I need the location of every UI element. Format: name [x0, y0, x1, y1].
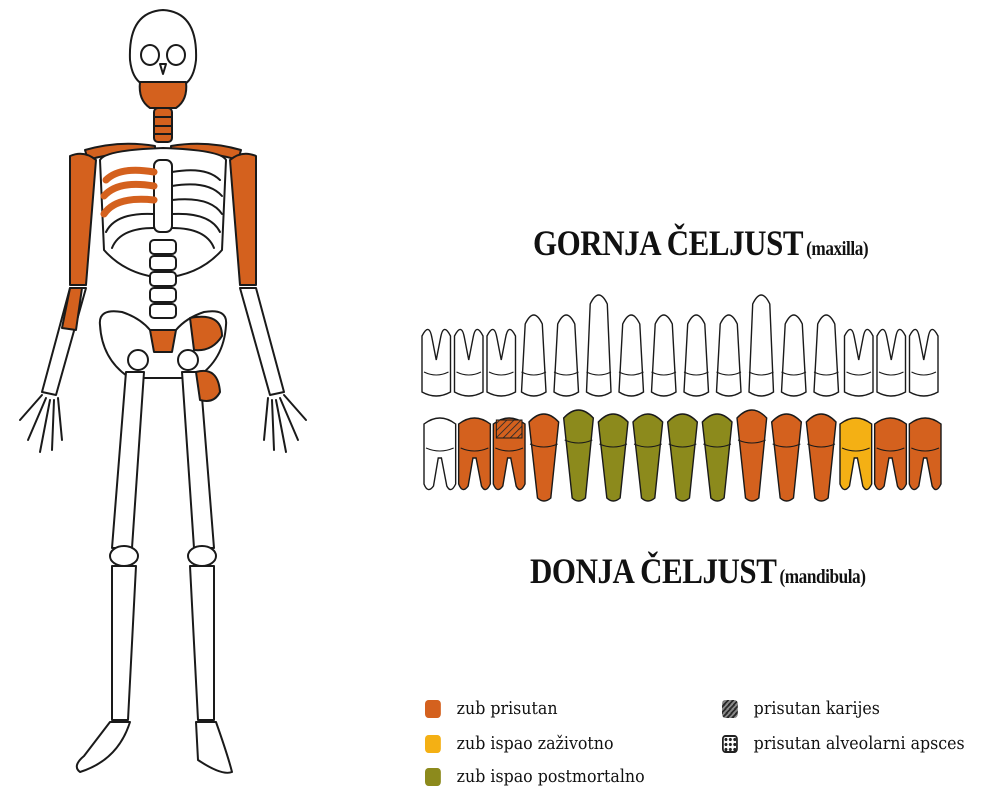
- upper-tooth-shape: [652, 315, 677, 396]
- upper-tooth: [717, 315, 742, 396]
- legend-swatch-caries: [722, 700, 738, 718]
- lower-jaw-latin: (mandibula): [779, 566, 865, 588]
- mandible: [140, 82, 187, 108]
- lower-tooth: [564, 410, 594, 501]
- lower-jaw-title: DONJA ČELJUST (mandibula): [530, 550, 866, 592]
- lower-tooth: [702, 414, 732, 501]
- upper-teeth-row: [422, 295, 938, 396]
- legend-item-antemortem: zub ispao zaživotno: [425, 733, 614, 754]
- upper-tooth: [782, 315, 807, 396]
- caries-marker: [496, 420, 522, 438]
- lumbar-spine: [150, 240, 176, 318]
- upper-tooth-shape: [684, 315, 709, 396]
- legend-label: zub prisutan: [457, 698, 558, 719]
- femur-right: [112, 372, 144, 548]
- upper-tooth: [814, 315, 839, 396]
- legend-item-present: zub prisutan: [425, 698, 558, 719]
- legend-label: zub ispao zaživotno: [457, 733, 614, 754]
- legend-swatch-antemortem: [425, 735, 441, 753]
- upper-tooth: [684, 315, 709, 396]
- upper-tooth-shape: [522, 315, 547, 396]
- hand-left: [264, 395, 306, 452]
- upper-jaw-title: GORNJA ČELJUST (maxilla): [533, 222, 868, 264]
- tibia-left: [190, 566, 214, 720]
- humerus-right: [70, 154, 96, 285]
- lower-tooth: [840, 418, 872, 490]
- upper-tooth: [487, 329, 516, 396]
- lower-tooth: [737, 410, 767, 501]
- lower-tooth: [806, 414, 836, 501]
- legend-label: prisutan alveolarni apsces: [754, 733, 965, 754]
- upper-tooth-shape: [554, 315, 579, 396]
- humerus-left: [230, 154, 256, 285]
- legend-item-abscess: prisutan alveolarni apsces: [722, 733, 965, 754]
- upper-tooth-shape: [717, 315, 742, 396]
- lower-tooth: [909, 418, 941, 490]
- lower-tooth-shape: [875, 418, 907, 490]
- lower-tooth: [668, 414, 698, 501]
- lower-jaw-name: DONJA ČELJUST: [530, 551, 776, 591]
- lower-tooth: [529, 414, 559, 501]
- legend-swatch-postmortem: [425, 768, 441, 786]
- legend-label: zub ispao postmortalno: [457, 766, 645, 787]
- lower-tooth-shape: [564, 410, 594, 501]
- lower-tooth-shape: [702, 414, 732, 501]
- upper-tooth-shape: [782, 315, 807, 396]
- lower-tooth-shape: [633, 414, 663, 501]
- foot-right: [77, 722, 130, 772]
- lower-tooth-shape: [772, 414, 802, 501]
- upper-tooth-shape: [455, 329, 484, 396]
- upper-tooth-shape: [487, 329, 516, 396]
- lower-tooth-shape: [909, 418, 941, 490]
- lower-tooth: [875, 418, 907, 490]
- skeleton-diagram: [0, 0, 340, 791]
- hand-right: [20, 395, 62, 452]
- upper-tooth-shape: [587, 295, 612, 396]
- lower-tooth-shape: [737, 410, 767, 501]
- upper-tooth: [652, 315, 677, 396]
- lower-tooth-shape: [598, 414, 628, 501]
- lower-tooth-shape: [424, 418, 456, 490]
- lower-tooth: [493, 418, 525, 490]
- upper-tooth: [422, 329, 451, 396]
- lower-tooth: [772, 414, 802, 501]
- upper-tooth: [845, 329, 874, 396]
- upper-tooth: [619, 315, 644, 396]
- upper-tooth-shape: [877, 329, 906, 396]
- foot-left: [196, 722, 232, 773]
- upper-tooth-shape: [422, 329, 451, 396]
- dental-chart: [410, 290, 955, 505]
- upper-tooth: [877, 329, 906, 396]
- legend-item-postmortem: zub ispao postmortalno: [425, 766, 645, 787]
- upper-tooth-shape: [749, 295, 774, 396]
- legend-swatch-abscess: [722, 735, 738, 753]
- lower-tooth: [633, 414, 663, 501]
- upper-tooth-shape: [619, 315, 644, 396]
- lower-tooth-shape: [668, 414, 698, 501]
- lower-tooth: [598, 414, 628, 501]
- lower-tooth-shape: [806, 414, 836, 501]
- upper-tooth: [522, 315, 547, 396]
- lower-tooth-shape: [840, 418, 872, 490]
- upper-jaw-latin: (maxilla): [806, 238, 868, 260]
- upper-tooth: [455, 329, 484, 396]
- upper-tooth: [910, 329, 939, 396]
- lower-teeth-row: [424, 410, 941, 501]
- legend-label: prisutan karijes: [754, 698, 880, 719]
- lower-tooth-shape: [459, 418, 491, 490]
- lower-tooth: [424, 418, 456, 490]
- forearm-left: [240, 288, 284, 395]
- legend-item-caries: prisutan karijes: [722, 698, 880, 719]
- upper-jaw-name: GORNJA ČELJUST: [533, 223, 803, 263]
- lower-tooth: [459, 418, 491, 490]
- legend-swatch-present: [425, 700, 441, 718]
- upper-tooth: [587, 295, 612, 396]
- upper-tooth: [554, 315, 579, 396]
- upper-tooth-shape: [910, 329, 939, 396]
- lower-tooth-shape: [529, 414, 559, 501]
- tibia-right: [112, 566, 136, 720]
- upper-tooth-shape: [814, 315, 839, 396]
- upper-tooth: [749, 295, 774, 396]
- upper-tooth-shape: [845, 329, 874, 396]
